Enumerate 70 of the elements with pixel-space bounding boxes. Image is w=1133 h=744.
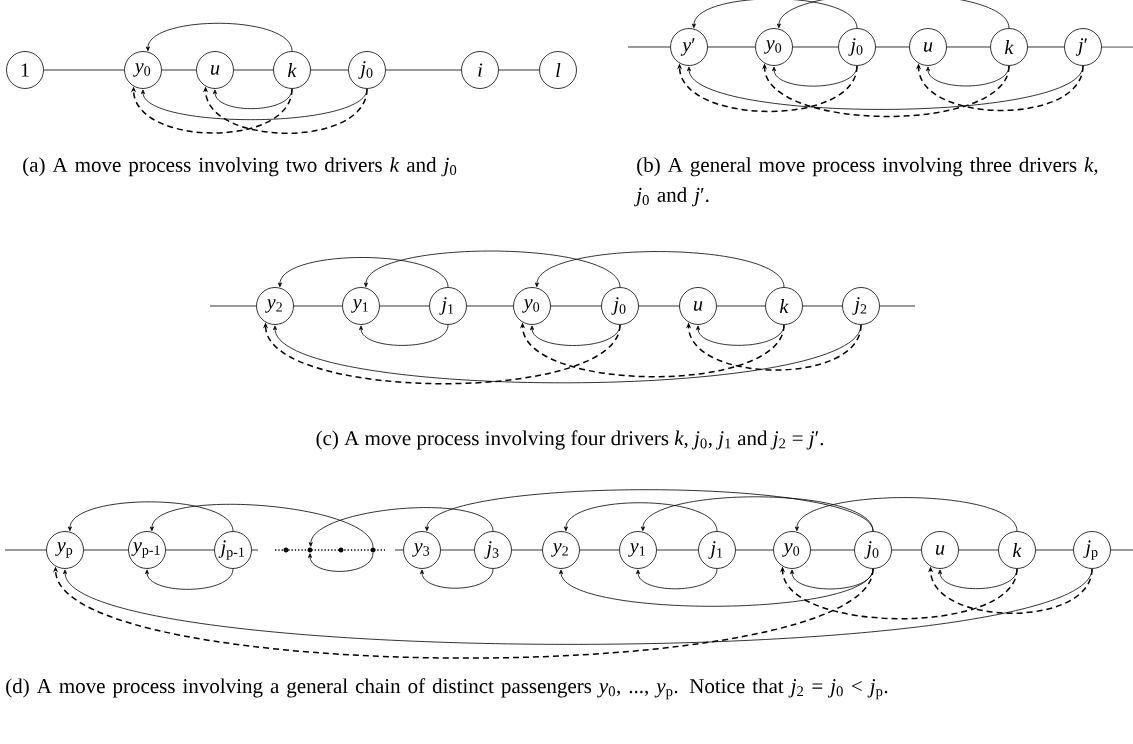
path-line [638, 305, 680, 307]
arrow [420, 568, 494, 589]
arrow [145, 568, 234, 590]
path-line [1101, 46, 1133, 48]
arrow [308, 552, 374, 572]
arrow [938, 568, 1018, 590]
path-line [656, 549, 699, 551]
path-line [466, 305, 514, 307]
arrow [67, 501, 234, 532]
caption: (b) A general move process involving three drivers k, j$_{0}$ and j′. [633, 157, 1098, 207]
path-line [293, 305, 343, 307]
path-line [83, 549, 129, 551]
path-line [440, 549, 475, 551]
arrow [687, 65, 1084, 110]
path-line [1027, 46, 1065, 48]
arrow [772, 65, 858, 87]
caption: (d) A move process involving a general chain of distinct passengers y$_{0}$, ..., y$_{p}$. Notice that j$_{2}$ = j$_{0}$ < j$_{p}$. [6, 678, 888, 700]
path-line [716, 305, 766, 307]
path-line [1110, 549, 1133, 551]
path-line [627, 46, 671, 48]
path-line [209, 305, 257, 307]
path-line [251, 549, 259, 551]
path-line [579, 549, 620, 551]
path-line [165, 549, 215, 551]
arrow [359, 324, 449, 346]
path-line [1035, 549, 1074, 551]
arrow [273, 324, 862, 384]
arrow [145, 22, 293, 52]
arrow [424, 489, 874, 532]
path-line [735, 549, 774, 551]
caption: (a) A move process involving two drivers k and j$_{0}$ [23, 157, 457, 177]
path-line [498, 69, 540, 71]
arrow [636, 568, 718, 590]
arrow [277, 257, 449, 288]
path-line [958, 549, 999, 551]
path-line [802, 305, 843, 307]
arrow [696, 324, 785, 346]
path-line [875, 46, 910, 48]
arrow [149, 503, 374, 548]
arrow [776, 0, 1010, 29]
path-line [385, 69, 462, 71]
path-line [394, 549, 404, 551]
arrow [213, 88, 293, 110]
arrow [308, 507, 494, 547]
arrow [790, 568, 874, 590]
arrow [63, 568, 1093, 645]
path-line [707, 46, 756, 48]
arrow [563, 502, 718, 532]
arrow [794, 497, 1018, 532]
arrow [363, 250, 621, 288]
path-line [161, 69, 197, 71]
path-line [550, 305, 602, 307]
path-line [4, 549, 47, 551]
path-line [43, 69, 125, 71]
arrow [530, 324, 621, 346]
caption: (c) A move process involving four drivers k, j$_{0}$, j$_{1}$ andj$_{2}$ = j′. [316, 430, 824, 450]
path-line [792, 46, 839, 48]
path-line [233, 69, 274, 71]
arrow [640, 496, 874, 532]
path-line [879, 305, 916, 307]
path-line [891, 549, 922, 551]
path-line [310, 69, 349, 71]
arrow [926, 65, 1010, 87]
path-line [810, 549, 855, 551]
path-line [946, 46, 991, 48]
path-line [511, 549, 543, 551]
path-line [379, 305, 430, 307]
arrow [534, 251, 785, 288]
arrow [691, 0, 858, 29]
arrow [141, 88, 368, 121]
